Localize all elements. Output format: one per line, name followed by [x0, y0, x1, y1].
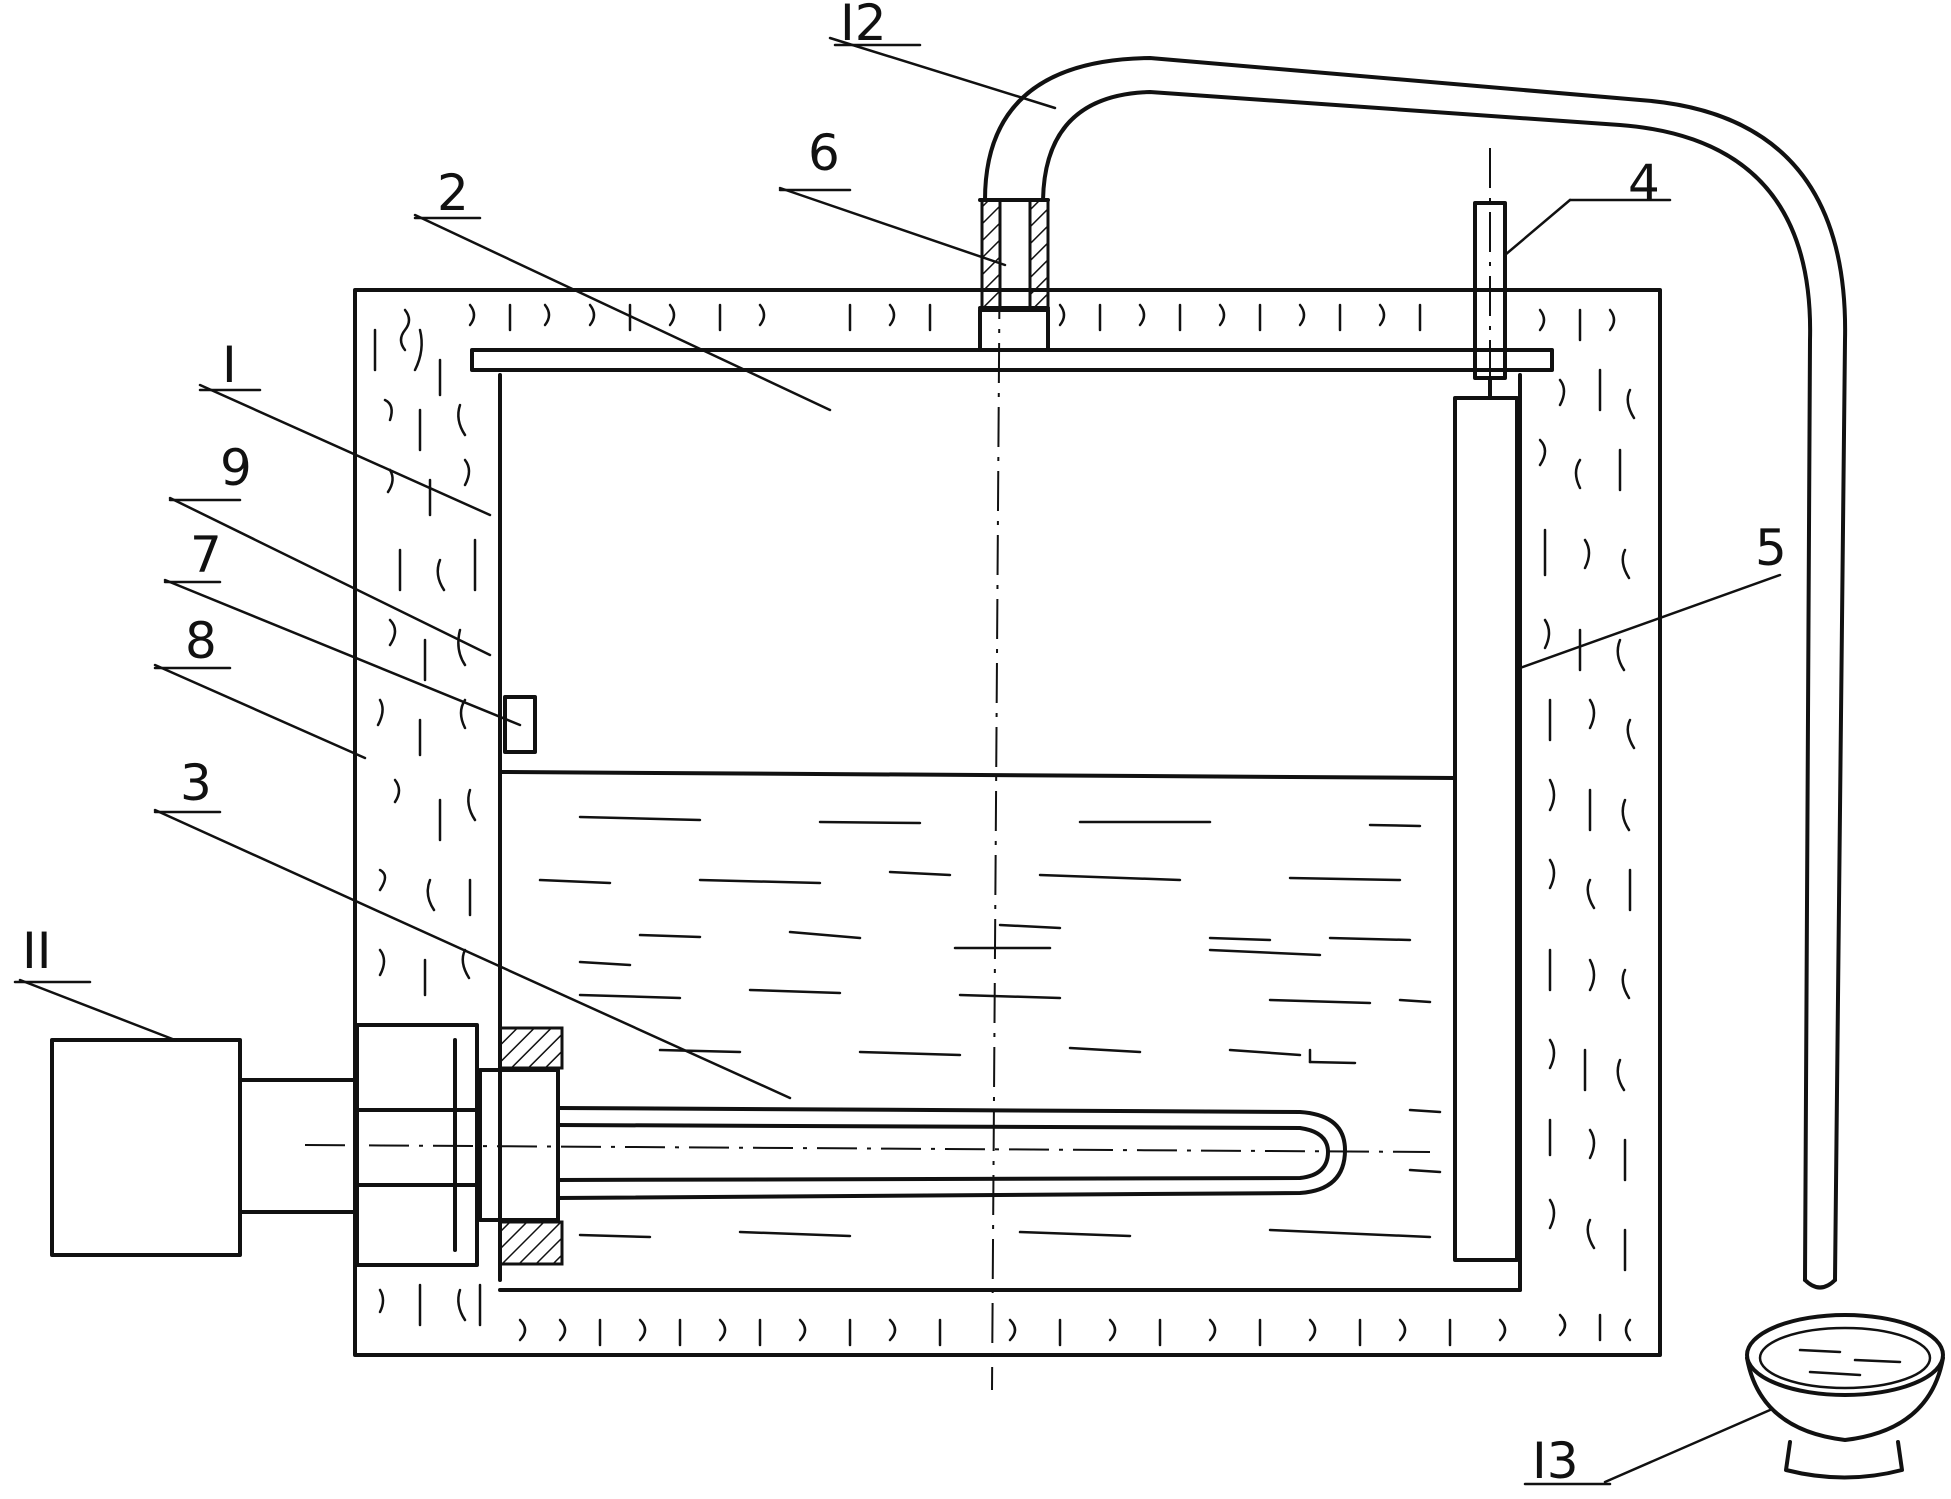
control-box	[50, 1038, 242, 1257]
sensor	[503, 695, 537, 754]
label-5: 5	[1755, 519, 1787, 577]
label-9: 9	[220, 439, 252, 497]
label-1: I	[222, 336, 237, 394]
vertical-centerline	[991, 214, 1001, 1391]
label-3: 3	[180, 754, 212, 812]
label-2: 2	[437, 164, 469, 222]
float-guide-tube	[1453, 396, 1519, 1262]
label-13: I3	[1532, 1432, 1579, 1490]
siphon-pipe	[983, 56, 1848, 1290]
heater-centerline	[304, 1144, 1431, 1153]
leader-lines	[18, 36, 1782, 1484]
water-surface-marks	[538, 815, 1442, 1239]
top-plate	[470, 348, 1554, 372]
inner-tank	[498, 373, 1522, 1292]
label-7: 7	[190, 526, 222, 584]
label-4: 4	[1628, 154, 1660, 212]
float-rod	[1473, 148, 1507, 380]
heating-element	[556, 1106, 1347, 1200]
insulation-texture	[373, 303, 1636, 1347]
outlet-fitting	[978, 198, 1050, 352]
outer-housing	[353, 288, 1662, 1357]
label-11: II	[22, 922, 52, 980]
callout-labels: I2 6 4 2 I 9 7 8 3 5 II I3	[13, 0, 1787, 1490]
bowl	[1745, 1313, 1945, 1480]
heater-assembly	[50, 1023, 1347, 1267]
label-6: 6	[808, 124, 840, 182]
label-8: 8	[185, 612, 217, 670]
label-12: I2	[840, 0, 887, 52]
water-level-line	[500, 770, 1457, 780]
